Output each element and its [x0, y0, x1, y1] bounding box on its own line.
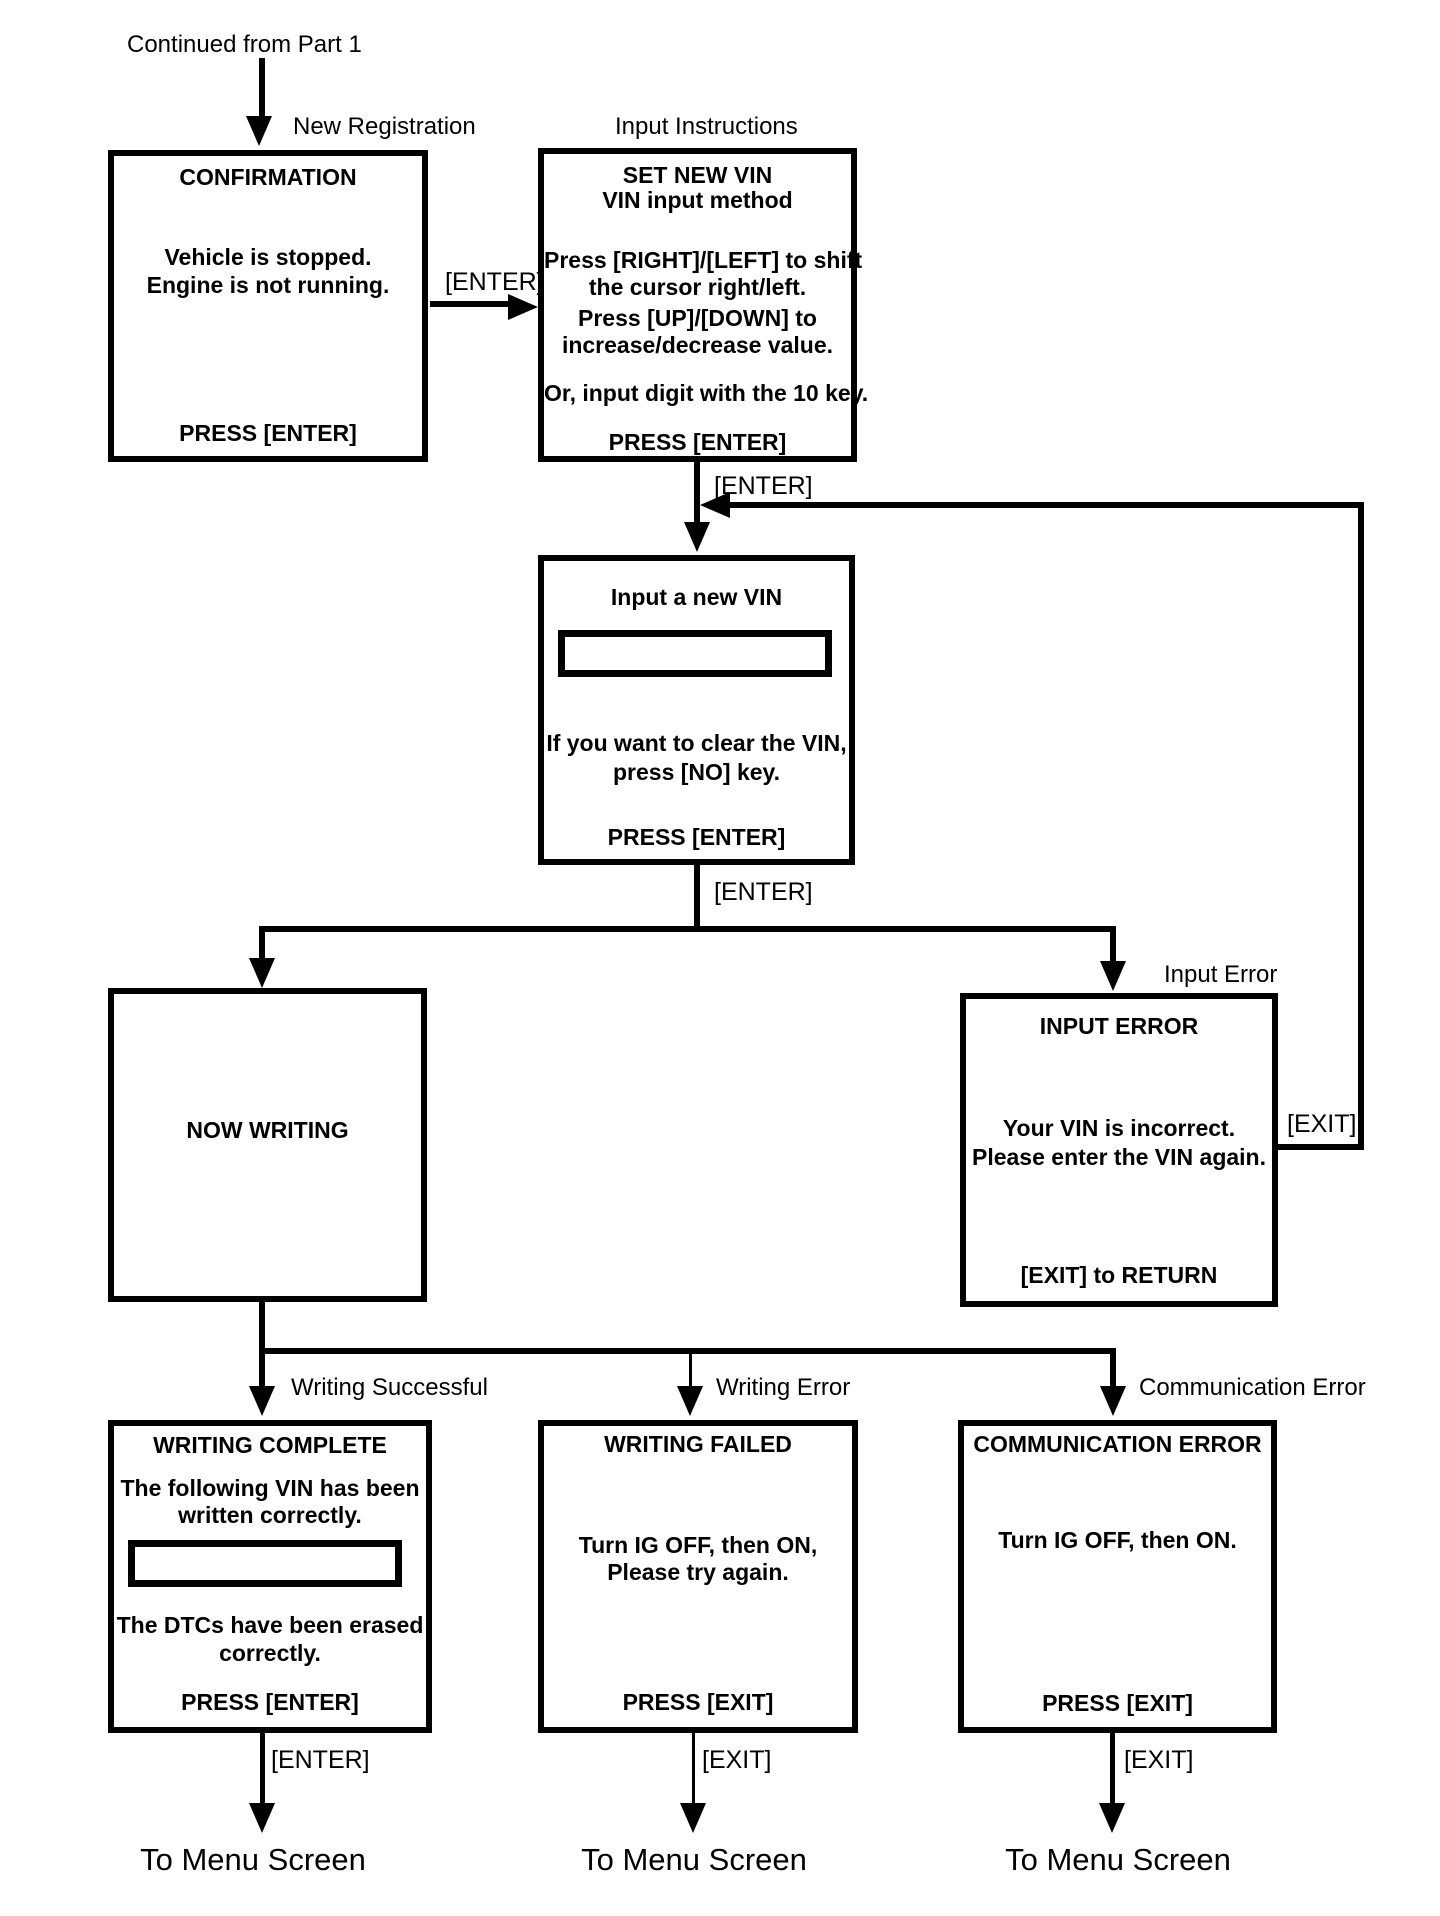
continued-from-label: Continued from Part 1: [127, 31, 362, 58]
screen-line: The DTCs have been erased: [116, 1612, 424, 1638]
screen-line: press [NO] key.: [612, 759, 781, 785]
screen-action: [EXIT] to RETURN: [1020, 1262, 1218, 1288]
screen-title: NOW WRITING: [186, 1117, 349, 1143]
screen-action: PRESS [ENTER]: [181, 1689, 359, 1715]
arrowhead-down-icon: [677, 1386, 703, 1416]
return-loop-line: [726, 502, 1364, 508]
screen-confirmation: CONFIRMATION Vehicle is stopped. Engine …: [108, 150, 428, 462]
screen-line: If you want to clear the VIN,: [546, 730, 847, 756]
screen-line: Press [UP]/[DOWN] to: [578, 305, 817, 331]
tag-input-error: Input Error: [1164, 961, 1278, 988]
branch-line: [259, 926, 1116, 932]
screen-action: PRESS [EXIT]: [622, 1689, 774, 1715]
screen-line: Engine is not running.: [146, 272, 390, 298]
screen-input-new-vin: Input a new VIN If you want to clear the…: [538, 555, 855, 865]
key-exit-label: [EXIT]: [1124, 1746, 1194, 1774]
connector-line: [1110, 1733, 1115, 1805]
screen-action: PRESS [ENTER]: [179, 420, 357, 446]
key-enter-label: [ENTER]: [714, 878, 813, 906]
arrowhead-down-icon: [249, 958, 275, 988]
screen-action: PRESS [EXIT]: [1042, 1690, 1193, 1716]
screen-line: Please try again.: [607, 1559, 789, 1585]
tag-input-instructions: Input Instructions: [615, 113, 798, 140]
screen-line: Press [RIGHT]/[LEFT] to shift: [544, 247, 863, 273]
screen-action: PRESS [ENTER]: [607, 824, 786, 850]
screen-title: SET NEW VIN: [622, 162, 773, 188]
screen-title: CONFIRMATION: [179, 164, 357, 190]
screen-title: COMMUNICATION ERROR: [973, 1431, 1262, 1457]
key-exit-label: [EXIT]: [702, 1746, 772, 1774]
tag-communication-error: Communication Error: [1139, 1374, 1366, 1401]
screen-line: Turn IG OFF, then ON,: [578, 1532, 818, 1558]
screen-line: Or, input digit with the 10 key.: [544, 380, 869, 406]
screen-title: INPUT ERROR: [1039, 1013, 1199, 1039]
branch-line: [259, 1348, 1116, 1354]
connector-line: [259, 1302, 265, 1348]
screen-title: Input a new VIN: [610, 584, 783, 610]
arrowhead-down-icon: [249, 1803, 275, 1833]
screen-writing-complete: WRITING COMPLETE The following VIN has b…: [108, 1420, 432, 1733]
return-loop-line: [1358, 502, 1364, 1150]
to-menu-screen-label: To Menu Screen: [581, 1842, 807, 1877]
screen-line: written correctly.: [178, 1502, 362, 1528]
screen-line: Please enter the VIN again.: [971, 1144, 1266, 1170]
arrowhead-down-icon: [1100, 961, 1126, 991]
vin-result-field: [128, 1540, 402, 1587]
vin-input-field: [558, 630, 832, 677]
screen-input-error: INPUT ERROR Your VIN is incorrect. Pleas…: [960, 993, 1278, 1307]
screen-set-new-vin: SET NEW VIN VIN input method Press [RIGH…: [538, 148, 869, 462]
screen-communication-error: COMMUNICATION ERROR Turn IG OFF, then ON…: [958, 1420, 1277, 1733]
arrowhead-down-icon: [246, 116, 272, 146]
screen-subtitle: VIN input method: [602, 187, 793, 213]
connector-line: [259, 1348, 265, 1388]
connector-line: [692, 1733, 695, 1805]
connector-line: [694, 462, 700, 524]
screen-line: Vehicle is stopped.: [164, 244, 372, 270]
key-enter-label: [ENTER]: [445, 268, 544, 296]
connector-line: [260, 1733, 265, 1805]
connector-line: [430, 301, 510, 307]
arrowhead-down-icon: [249, 1386, 275, 1416]
connector-line: [259, 58, 265, 116]
screen-writing-failed: WRITING FAILED Turn IG OFF, then ON, Ple…: [538, 1420, 858, 1733]
arrowhead-left-icon: [700, 492, 730, 518]
key-enter-label: [ENTER]: [271, 1746, 370, 1774]
tag-writing-error: Writing Error: [716, 1374, 851, 1401]
tag-writing-successful: Writing Successful: [291, 1374, 488, 1401]
screen-line: increase/decrease value.: [561, 332, 834, 358]
screen-title: WRITING FAILED: [604, 1431, 792, 1457]
screen-line: the cursor right/left.: [588, 274, 807, 300]
key-exit-label: [EXIT]: [1287, 1110, 1357, 1138]
arrowhead-down-icon: [684, 522, 710, 552]
arrowhead-right-icon: [508, 294, 538, 320]
screen-line: correctly.: [219, 1640, 321, 1666]
to-menu-screen-label: To Menu Screen: [140, 1842, 366, 1877]
connector-line: [259, 926, 265, 960]
arrowhead-down-icon: [680, 1803, 706, 1833]
connector-line: [689, 1348, 692, 1388]
key-enter-label: [ENTER]: [714, 472, 813, 500]
screen-title: WRITING COMPLETE: [153, 1432, 387, 1458]
return-loop-line: [1278, 1144, 1364, 1150]
screen-line: Your VIN is incorrect.: [1002, 1115, 1236, 1141]
arrowhead-down-icon: [1099, 1803, 1125, 1833]
connector-line: [694, 865, 700, 928]
connector-line: [1110, 926, 1116, 963]
connector-line: [1110, 1348, 1116, 1388]
tag-new-registration: New Registration: [293, 113, 476, 140]
screen-line: The following VIN has been: [120, 1475, 420, 1501]
screen-line: Turn IG OFF, then ON.: [998, 1527, 1237, 1553]
screen-action: PRESS [ENTER]: [608, 429, 787, 455]
screen-now-writing: NOW WRITING: [108, 988, 427, 1302]
arrowhead-down-icon: [1100, 1386, 1126, 1416]
to-menu-screen-label: To Menu Screen: [1005, 1842, 1231, 1877]
